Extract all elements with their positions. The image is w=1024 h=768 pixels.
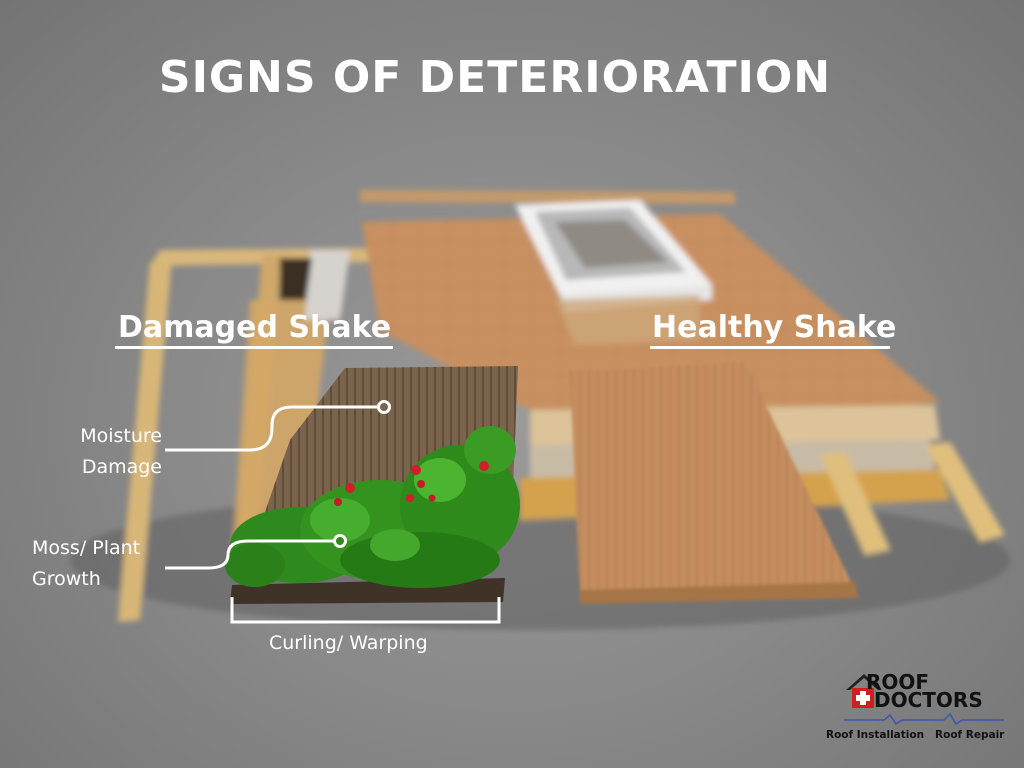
curling-bracket bbox=[230, 597, 501, 624]
moisture-label-line1: Moisture bbox=[80, 425, 162, 447]
page-title: SIGNS OF DETERIORATION bbox=[158, 52, 832, 103]
curling-warping-label: Curling/ Warping bbox=[269, 632, 428, 654]
moisture-label-line2: Damage bbox=[81, 456, 162, 478]
moss-label-line1: Moss/ Plant bbox=[32, 537, 141, 559]
damaged-shake-underline bbox=[115, 346, 393, 349]
logo-word-roof: ROOF bbox=[866, 670, 930, 694]
roof-doctors-logo: ROOF DOCTORS Roof Installation Roof Repa… bbox=[826, 670, 1005, 750]
moisture-damage-label: Moisture Damage bbox=[40, 421, 162, 483]
moisture-callout-line bbox=[165, 405, 384, 452]
moss-callout-line bbox=[165, 539, 340, 570]
damaged-shake-heading: Damaged Shake bbox=[118, 310, 392, 345]
healthy-shake-heading: Healthy Shake bbox=[652, 310, 897, 345]
logo-word-doctors: DOCTORS bbox=[874, 688, 983, 712]
moisture-callout-dot bbox=[377, 400, 391, 414]
moss-label-line2: Growth bbox=[32, 568, 101, 590]
logo-tagline: Roof Installation Roof Repair bbox=[826, 729, 1005, 741]
healthy-shake-underline bbox=[650, 346, 890, 349]
house-cross-icon bbox=[846, 674, 882, 708]
moss-growth bbox=[225, 426, 520, 588]
moss-growth-label: Moss/ Plant Growth bbox=[32, 533, 182, 595]
heartbeat-line-icon bbox=[844, 712, 1004, 726]
moss-callout-dot bbox=[333, 534, 347, 548]
